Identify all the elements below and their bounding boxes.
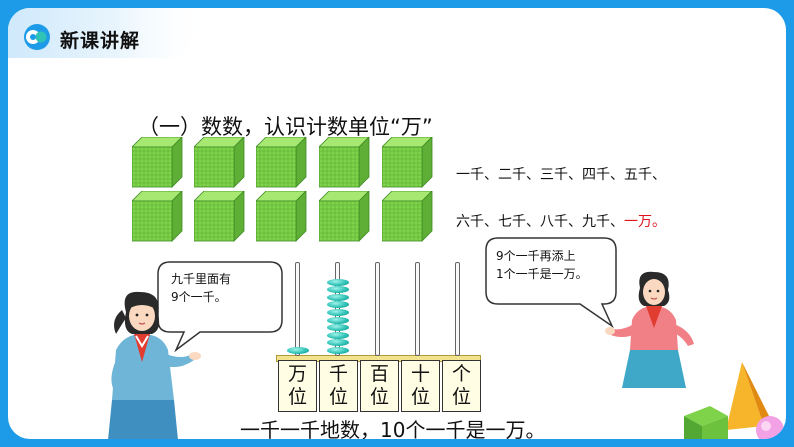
thousand-cube-icon	[256, 137, 307, 188]
place-value-label: 千位	[319, 360, 358, 412]
abacus-rod	[375, 262, 380, 356]
abacus-bead	[326, 301, 349, 309]
place-value-label-top: 千	[328, 363, 348, 385]
count-line-1: 一千、二千、三千、四千、五千、	[456, 167, 666, 183]
abacus-bead	[326, 293, 349, 301]
abacus-bead	[326, 309, 349, 316]
thousand-cube-icon	[132, 137, 183, 188]
count-line-2-text: 六千、七千、八千、九千、	[456, 214, 624, 230]
abacus-rod	[295, 262, 300, 356]
thousand-cube-icon	[382, 191, 433, 242]
abacus-rod	[415, 262, 420, 356]
place-value-label-top: 百	[369, 363, 389, 385]
abacus-bead	[286, 347, 309, 354]
place-value-label-top: 万	[287, 363, 307, 385]
place-value-label: 百位	[360, 360, 399, 412]
logo-icon	[24, 24, 50, 50]
abacus-bead	[326, 339, 349, 347]
place-value-label-bottom: 位	[410, 386, 430, 408]
slide: 新课讲解 （一）数数，认识计数单位“万” 一千、二千、三千、四千、五千、 六千、…	[8, 8, 786, 439]
header-band	[8, 8, 208, 58]
speech-bubble-right-shape	[485, 237, 617, 329]
geometry-shapes-decoration	[684, 362, 784, 439]
abacus-bead	[326, 278, 349, 286]
place-value-label-top: 个	[451, 363, 471, 385]
place-value-label: 个位	[442, 360, 481, 412]
thousand-cube-icon	[382, 137, 433, 188]
place-value-label: 十位	[401, 360, 440, 412]
thousand-cube-icon	[194, 137, 245, 188]
count-line-2-highlight: 一万。	[624, 214, 666, 230]
speech-bubble-left-shape	[157, 261, 283, 352]
abacus-rod	[455, 262, 460, 356]
caption: 一千一千地数，10个一千是一万。	[240, 418, 546, 439]
bubble-left-line-1: 九千里面有	[171, 272, 232, 286]
place-value-label: 万位	[278, 360, 317, 412]
count-line-2: 六千、七千、八千、九千、一万。	[456, 211, 666, 231]
place-value-label-bottom: 位	[369, 386, 389, 408]
header-title: 新课讲解	[60, 30, 141, 52]
girl-left-illustration	[108, 291, 201, 439]
abacus-bead	[326, 331, 349, 339]
place-value-label-top: 十	[410, 363, 430, 385]
thousand-cube-icon	[132, 191, 183, 242]
abacus-bead	[326, 316, 349, 324]
abacus-bead	[326, 286, 349, 294]
girl-right-illustration	[605, 271, 694, 388]
speech-bubble-right: 9个一千再添上 1个一千是一万。	[496, 247, 588, 283]
thousand-cube-icon	[194, 191, 245, 242]
place-value-label-bottom: 位	[328, 386, 348, 408]
abacus-bead	[326, 324, 349, 332]
bubble-right-line-1: 9个一千再添上	[496, 249, 576, 263]
section-heading: （一）数数，认识计数单位“万”	[138, 115, 433, 139]
place-value-label-bottom: 位	[287, 386, 307, 408]
abacus-bead	[326, 347, 349, 354]
thousand-cube-icon	[319, 191, 370, 242]
bubble-left-line-2: 9个一千。	[171, 290, 227, 304]
place-value-label-bottom: 位	[451, 386, 471, 408]
speech-bubble-left: 九千里面有 9个一千。	[171, 270, 231, 306]
bubble-right-line-2: 1个一千是一万。	[496, 267, 588, 281]
thousand-cube-icon	[319, 137, 370, 188]
thousand-cube-icon	[256, 191, 307, 242]
